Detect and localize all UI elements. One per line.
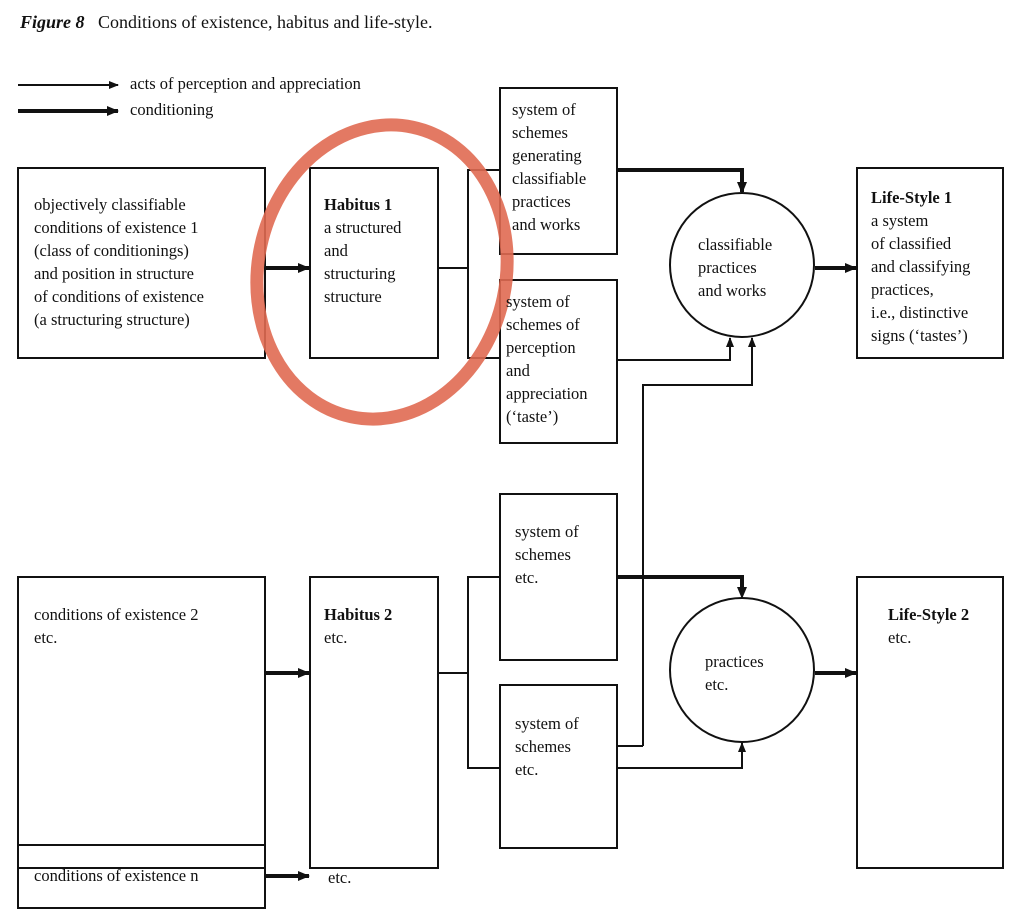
conditions-2-box [17,576,266,869]
conditions-n-text: conditions of existence n [34,866,199,885]
legend-thick-label: conditioning [130,100,214,119]
highlight-circle-annotation [250,118,514,426]
habitus-1-box [309,167,439,359]
figure-title: Figure 8 Conditions of existence, habitu… [20,12,433,32]
scheme-perception-box [499,279,618,444]
lifestyle-1-box [856,167,1004,359]
lifestyle-2-box [856,576,1004,869]
scheme-b-box [499,684,618,849]
habitus-2-box [309,576,439,869]
conditions-1-box [17,167,266,359]
conditions-n-etc: etc. [328,868,352,887]
legend-thin-label: acts of perception and appreciation [130,74,361,93]
